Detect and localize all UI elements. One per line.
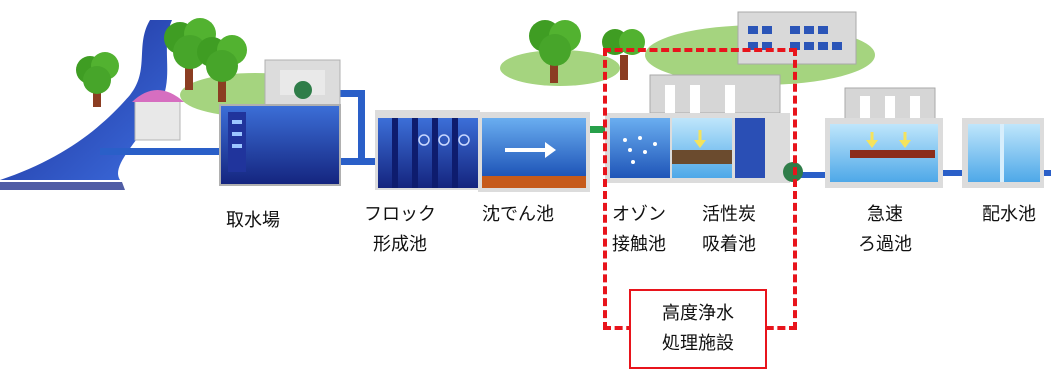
stage-filter-line-2: ろ過池 <box>858 234 912 255</box>
stage-intake-line-1: 取水場 <box>226 210 280 231</box>
stage-carbon-line-1: 活性炭 <box>702 204 756 225</box>
stage-floc-line-2: 形成池 <box>373 234 427 255</box>
advanced-treatment-highlight <box>603 48 797 330</box>
tree-2 <box>164 18 216 90</box>
stage-label-floc: フロック 形成池 <box>364 200 436 260</box>
reservoir-basin <box>962 118 1044 188</box>
floc-basin <box>375 110 480 190</box>
stage-reservoir-line-1: 配水池 <box>982 204 1036 225</box>
stage-label-carbon: 活性炭 吸着池 <box>702 200 756 260</box>
intake-house <box>132 90 184 141</box>
stage-carbon-line-2: 吸着池 <box>702 234 756 255</box>
sedimentation-basin <box>478 112 590 192</box>
stage-label-sedimentation: 沈でん池 <box>482 200 554 230</box>
stage-label-intake: 取水場 <box>226 206 280 236</box>
stage-filter-line-1: 急速 <box>867 204 903 225</box>
stage-label-ozone: オゾン 接触池 <box>612 200 666 260</box>
advanced-treatment-label: 高度浄水 処理施設 <box>629 289 767 369</box>
filter-basin <box>825 87 943 188</box>
stage-label-filter: 急速 ろ過池 <box>858 200 912 260</box>
stage-floc-line-1: フロック <box>364 204 436 225</box>
tree-3 <box>197 35 247 102</box>
stage-ozone-line-1: オゾン <box>612 204 666 225</box>
admin-building <box>737 11 857 65</box>
tree-1 <box>76 52 119 107</box>
stage-ozone-line-2: 接触池 <box>612 234 666 255</box>
intake-basin <box>219 59 341 186</box>
advanced-treatment-line-1: 高度浄水 <box>662 303 734 324</box>
trees <box>76 18 645 107</box>
advanced-treatment-line-2: 処理施設 <box>662 333 734 354</box>
tree-4 <box>529 20 581 83</box>
stage-sedimentation-line-1: 沈でん池 <box>482 204 554 225</box>
river-bank <box>0 182 125 190</box>
stage-label-reservoir: 配水池 <box>982 200 1036 230</box>
advanced-building <box>605 74 803 183</box>
river <box>0 20 172 180</box>
